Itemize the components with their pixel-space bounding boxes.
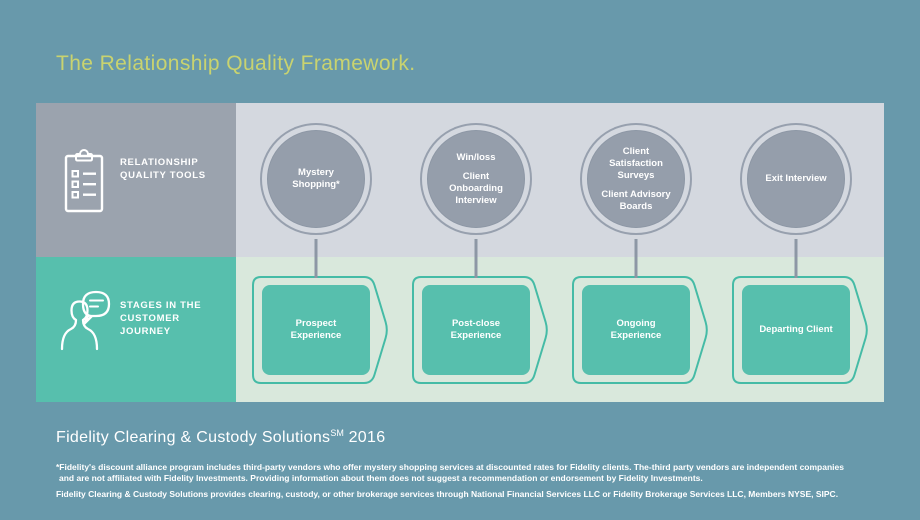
tool-label: Win/loss bbox=[456, 151, 496, 163]
tools-label-box: RELATIONSHIP QUALITY TOOLS bbox=[36, 103, 236, 257]
footnote-line-2: and are not affiliated with Fidelity Inv… bbox=[59, 472, 703, 483]
stage-label: Ongoing Experience bbox=[610, 318, 662, 341]
circle-ring bbox=[420, 123, 532, 235]
stages-row: STAGES IN THE CUSTOMER JOURNEY Prospect … bbox=[36, 257, 884, 402]
connector-line bbox=[474, 239, 478, 278]
tool-label: Client Advisory Boards bbox=[601, 188, 671, 212]
circle-ring bbox=[260, 123, 372, 235]
framework-diagram: RELATIONSHIP QUALITY TOOLS Mystery Shopp… bbox=[36, 103, 884, 402]
stage-item-ongoing: Ongoing Experience bbox=[556, 257, 716, 402]
stage-item-post-close: Post-close Experience bbox=[396, 257, 556, 402]
tool-circle: Client Satisfaction Surveys Client Advis… bbox=[587, 130, 685, 228]
circle-ring bbox=[580, 123, 692, 235]
stage-label: Departing Client bbox=[759, 324, 833, 335]
connector-line bbox=[794, 239, 798, 278]
tool-circle: Win/loss Client Onboarding Interview bbox=[427, 130, 525, 228]
stage-label: Prospect Experience bbox=[290, 318, 342, 341]
tool-circle: Exit Interview bbox=[747, 130, 845, 228]
stages-label-box: STAGES IN THE CUSTOMER JOURNEY bbox=[36, 257, 236, 402]
brand-name: Fidelity Clearing & Custody Solutions bbox=[56, 429, 331, 446]
stage-label: Post-close Experience bbox=[450, 318, 502, 341]
tool-item-exit-interview: Exit Interview bbox=[716, 103, 876, 278]
arrow-shape-outline bbox=[572, 276, 708, 384]
arrow-shape-outline bbox=[732, 276, 868, 384]
footnote: *Fidelity's discount alliance program in… bbox=[56, 462, 866, 483]
tool-circle: Mystery Shopping* bbox=[267, 130, 365, 228]
tool-label: Client Satisfaction Surveys bbox=[609, 145, 663, 181]
connector-line bbox=[314, 239, 318, 278]
stage-box: Post-close Experience bbox=[422, 285, 530, 375]
arrow-shape-outline bbox=[412, 276, 548, 384]
footnote-line-1: *Fidelity's discount alliance program in… bbox=[56, 462, 844, 472]
brand-year: 2016 bbox=[348, 429, 386, 446]
stage-item-departing: Departing Client bbox=[716, 257, 876, 402]
stage-box: Ongoing Experience bbox=[582, 285, 690, 375]
disclosure-text: Fidelity Clearing & Custody Solutions pr… bbox=[56, 489, 839, 499]
tool-item-winloss-onboarding: Win/loss Client Onboarding Interview bbox=[396, 103, 556, 278]
stage-box: Departing Client bbox=[742, 285, 850, 375]
circle-ring bbox=[740, 123, 852, 235]
stage-box: Prospect Experience bbox=[262, 285, 370, 375]
tool-item-mystery-shopping: Mystery Shopping* bbox=[236, 103, 396, 278]
brand-servicemark: SM bbox=[330, 428, 344, 438]
stage-item-prospect: Prospect Experience bbox=[236, 257, 396, 402]
tool-label: Exit Interview bbox=[765, 173, 827, 184]
tools-row: RELATIONSHIP QUALITY TOOLS Mystery Shopp… bbox=[36, 103, 884, 278]
stages-row-label: STAGES IN THE CUSTOMER JOURNEY bbox=[120, 300, 202, 337]
person-speech-bubble-icon bbox=[58, 285, 116, 353]
page-title: The Relationship Quality Framework. bbox=[56, 52, 416, 75]
brand-line: Fidelity Clearing & Custody SolutionsSM … bbox=[56, 428, 385, 447]
tools-row-label: RELATIONSHIP QUALITY TOOLS bbox=[120, 157, 206, 181]
arrow-shape-outline bbox=[252, 276, 388, 384]
clipboard-checklist-icon bbox=[64, 147, 104, 213]
connector-line bbox=[634, 239, 638, 278]
stages-band: Prospect Experience Post-close Experienc… bbox=[236, 257, 884, 402]
tool-item-surveys-boards: Client Satisfaction Surveys Client Advis… bbox=[556, 103, 716, 278]
tool-label: Client Onboarding Interview bbox=[449, 170, 503, 206]
tools-band: Mystery Shopping* Win/loss Client Onboar… bbox=[236, 103, 884, 278]
tool-label: Mystery Shopping* bbox=[292, 167, 340, 190]
